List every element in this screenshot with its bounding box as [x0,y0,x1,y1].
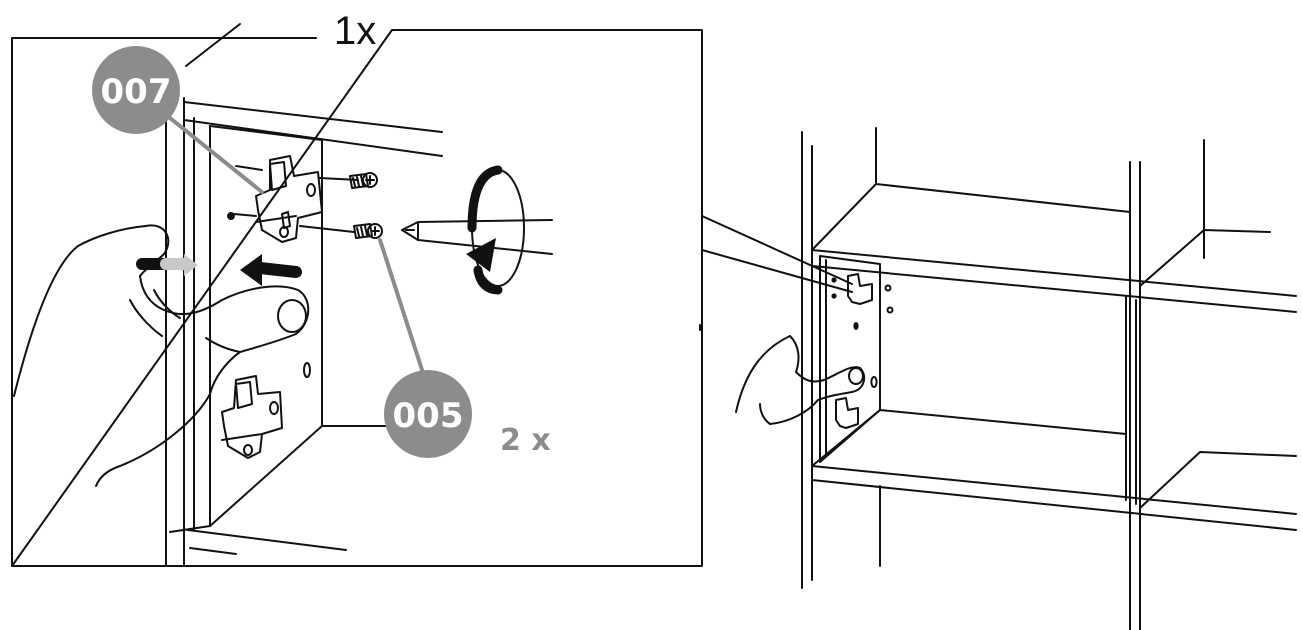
part-number: 005 [393,396,464,436]
detail-cabinet [165,89,443,567]
hinge-plate-icon [221,375,283,459]
screw-icon [349,172,378,189]
quantity-label: 1x [334,9,376,53]
part-callout-005: 005 [384,370,472,458]
screwdriver-icon [401,219,553,255]
push-arrow-icon [136,254,302,286]
callout-bubble [384,370,472,458]
hinge-plate-icon [233,155,359,243]
hand-icon [13,224,310,487]
part-callout-007: 007 [92,46,180,134]
repeat-count-label: 2 x [500,423,551,458]
overview-cabinet [699,127,1297,630]
screw-icon [353,223,383,239]
callout-bubble [92,46,180,134]
part-number: 007 [101,72,172,112]
hand-icon [735,335,866,425]
detail-frame [11,29,703,567]
rotate-arrow-icon [466,165,525,295]
